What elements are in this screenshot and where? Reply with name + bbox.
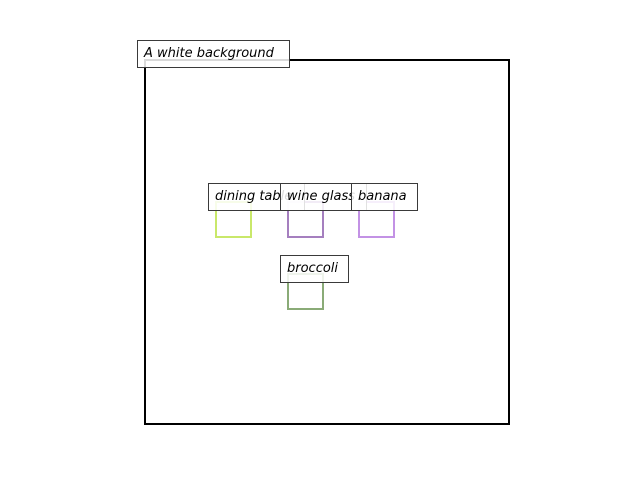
banana-label: banana: [351, 183, 418, 211]
scene-frame: [144, 59, 510, 425]
scene-caption: A white background: [137, 40, 290, 68]
broccoli-label: broccoli: [280, 255, 349, 283]
